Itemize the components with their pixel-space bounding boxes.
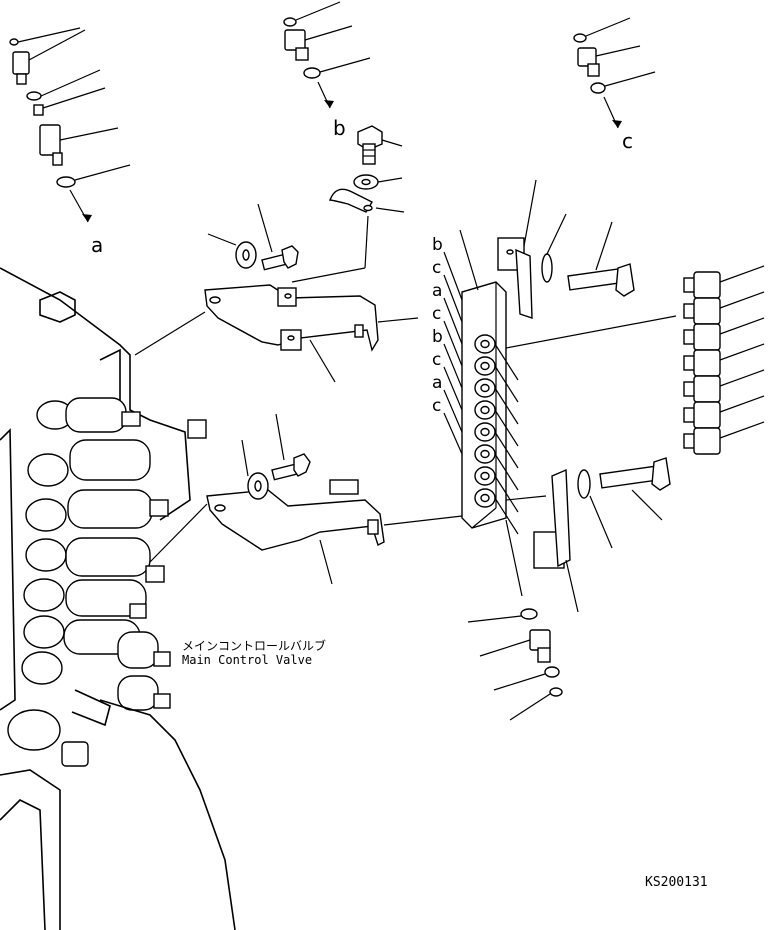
valve-cylinders xyxy=(63,397,159,711)
block-label-8: c xyxy=(432,396,441,416)
upper-bracket xyxy=(134,284,419,383)
block-label-list: b c a c b c a c xyxy=(432,235,463,455)
valve-spool-ends xyxy=(7,400,74,751)
block-label-5: b xyxy=(432,327,443,347)
fitting-stack-bottom xyxy=(467,608,563,721)
block-label-7: a xyxy=(432,373,442,393)
caption-english: Main Control Valve xyxy=(182,653,312,667)
block-label-1: b xyxy=(432,235,443,255)
fitting-stack-b: b xyxy=(283,1,371,140)
upper-right-bracket xyxy=(497,179,635,319)
callout-c: c xyxy=(622,129,633,153)
caption-japanese: メインコントロールバルブ xyxy=(182,638,326,653)
fitting-stack-c: c xyxy=(573,17,656,153)
fitting-stack-a: a xyxy=(9,27,131,257)
drawing-code: KS200131 xyxy=(645,875,708,890)
block-label-4: c xyxy=(432,304,441,324)
lower-bolt-washer xyxy=(241,413,311,500)
callout-a: a xyxy=(91,233,103,257)
upper-bolt-washer xyxy=(207,203,299,271)
lower-right-bracket xyxy=(533,457,671,613)
fitting-column-right xyxy=(683,265,765,455)
callout-b: b xyxy=(333,116,346,140)
block-label-2: c xyxy=(432,258,441,278)
manifold-ports xyxy=(474,334,496,508)
block-label-3: a xyxy=(432,281,442,301)
clamp-assembly xyxy=(291,125,405,283)
manifold-block xyxy=(459,229,677,597)
lower-bracket xyxy=(149,479,463,585)
valve-fittings xyxy=(61,411,207,767)
block-label-6: c xyxy=(432,350,441,370)
main-control-valve xyxy=(0,267,236,930)
